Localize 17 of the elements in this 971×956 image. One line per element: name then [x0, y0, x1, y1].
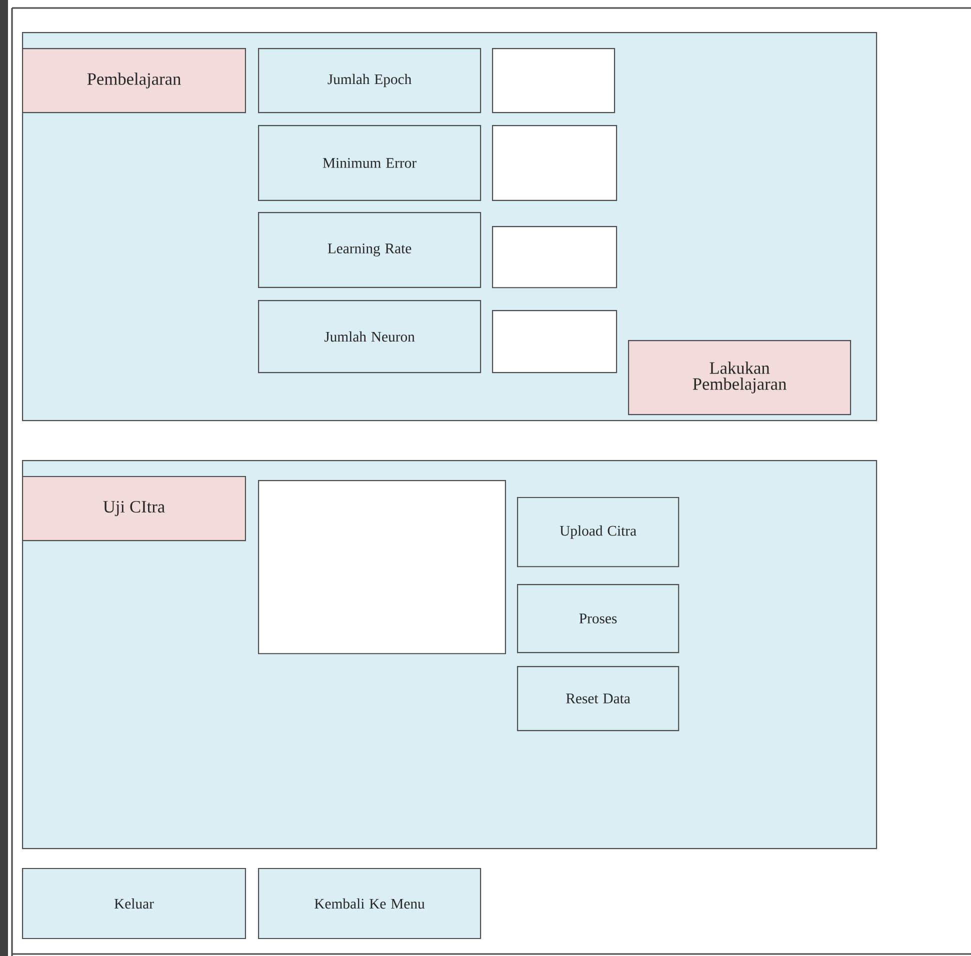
field-label: Jumlah Neuron [258, 300, 482, 374]
input-field [492, 48, 616, 114]
input-field [492, 125, 618, 201]
section-title: Uji CItra [22, 476, 246, 542]
field-label: Jumlah Epoch [258, 48, 482, 114]
button: Upload Citra [517, 497, 680, 568]
section-title: Pembelajaran [22, 48, 246, 114]
button: Kembali Ke Menu [258, 868, 482, 940]
input-field [492, 310, 618, 374]
button: Keluar [22, 868, 246, 940]
action-button: Lakukan Pembelajaran [628, 340, 852, 416]
field-label: Learning Rate [258, 212, 482, 288]
image-preview-box [258, 480, 506, 654]
field-label: Minimum Error [258, 125, 482, 201]
input-field [492, 226, 618, 288]
button: Reset Data [517, 666, 680, 732]
button: Proses [517, 584, 680, 654]
